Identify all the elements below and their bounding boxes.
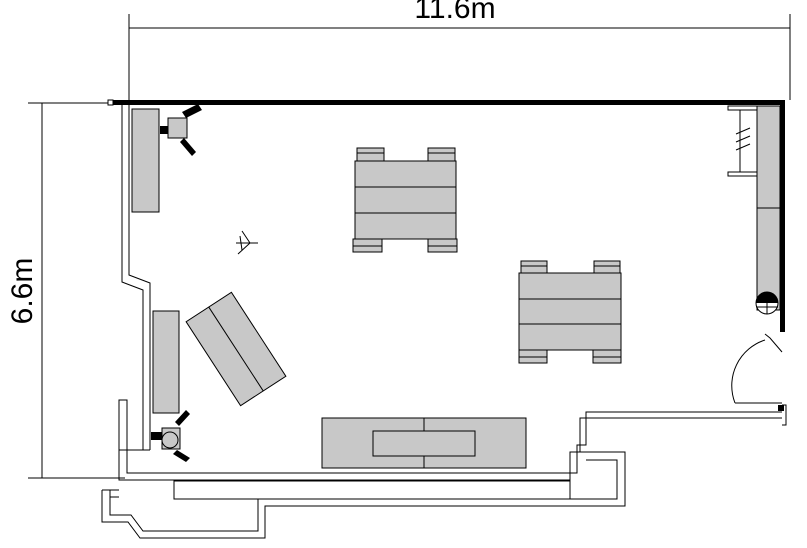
- height-dimension-label: 6.6m: [6, 258, 39, 325]
- left-wall-cabinet: [152, 310, 180, 414]
- left-wall-counter: [131, 108, 160, 213]
- angled-sofa: [185, 291, 287, 407]
- width-dimension-label: 11.6m: [414, 0, 495, 25]
- door-swing: [731, 333, 783, 404]
- bottom-bench-table: [321, 417, 527, 469]
- right-wall-shelf: [727, 105, 758, 177]
- height-dimension: 6.6m: [6, 102, 125, 479]
- table-group-upper: [352, 147, 458, 253]
- desk-chair-top-left: [160, 104, 202, 156]
- desk-chair-bottom-left: [151, 410, 190, 462]
- table-group-right: [518, 260, 622, 364]
- right-wall-counter: [756, 105, 781, 311]
- width-dimension: 11.6m: [128, 0, 791, 100]
- room-walls: [101, 99, 787, 539]
- direction-marker-icon: [236, 230, 258, 255]
- round-stool: [755, 291, 779, 315]
